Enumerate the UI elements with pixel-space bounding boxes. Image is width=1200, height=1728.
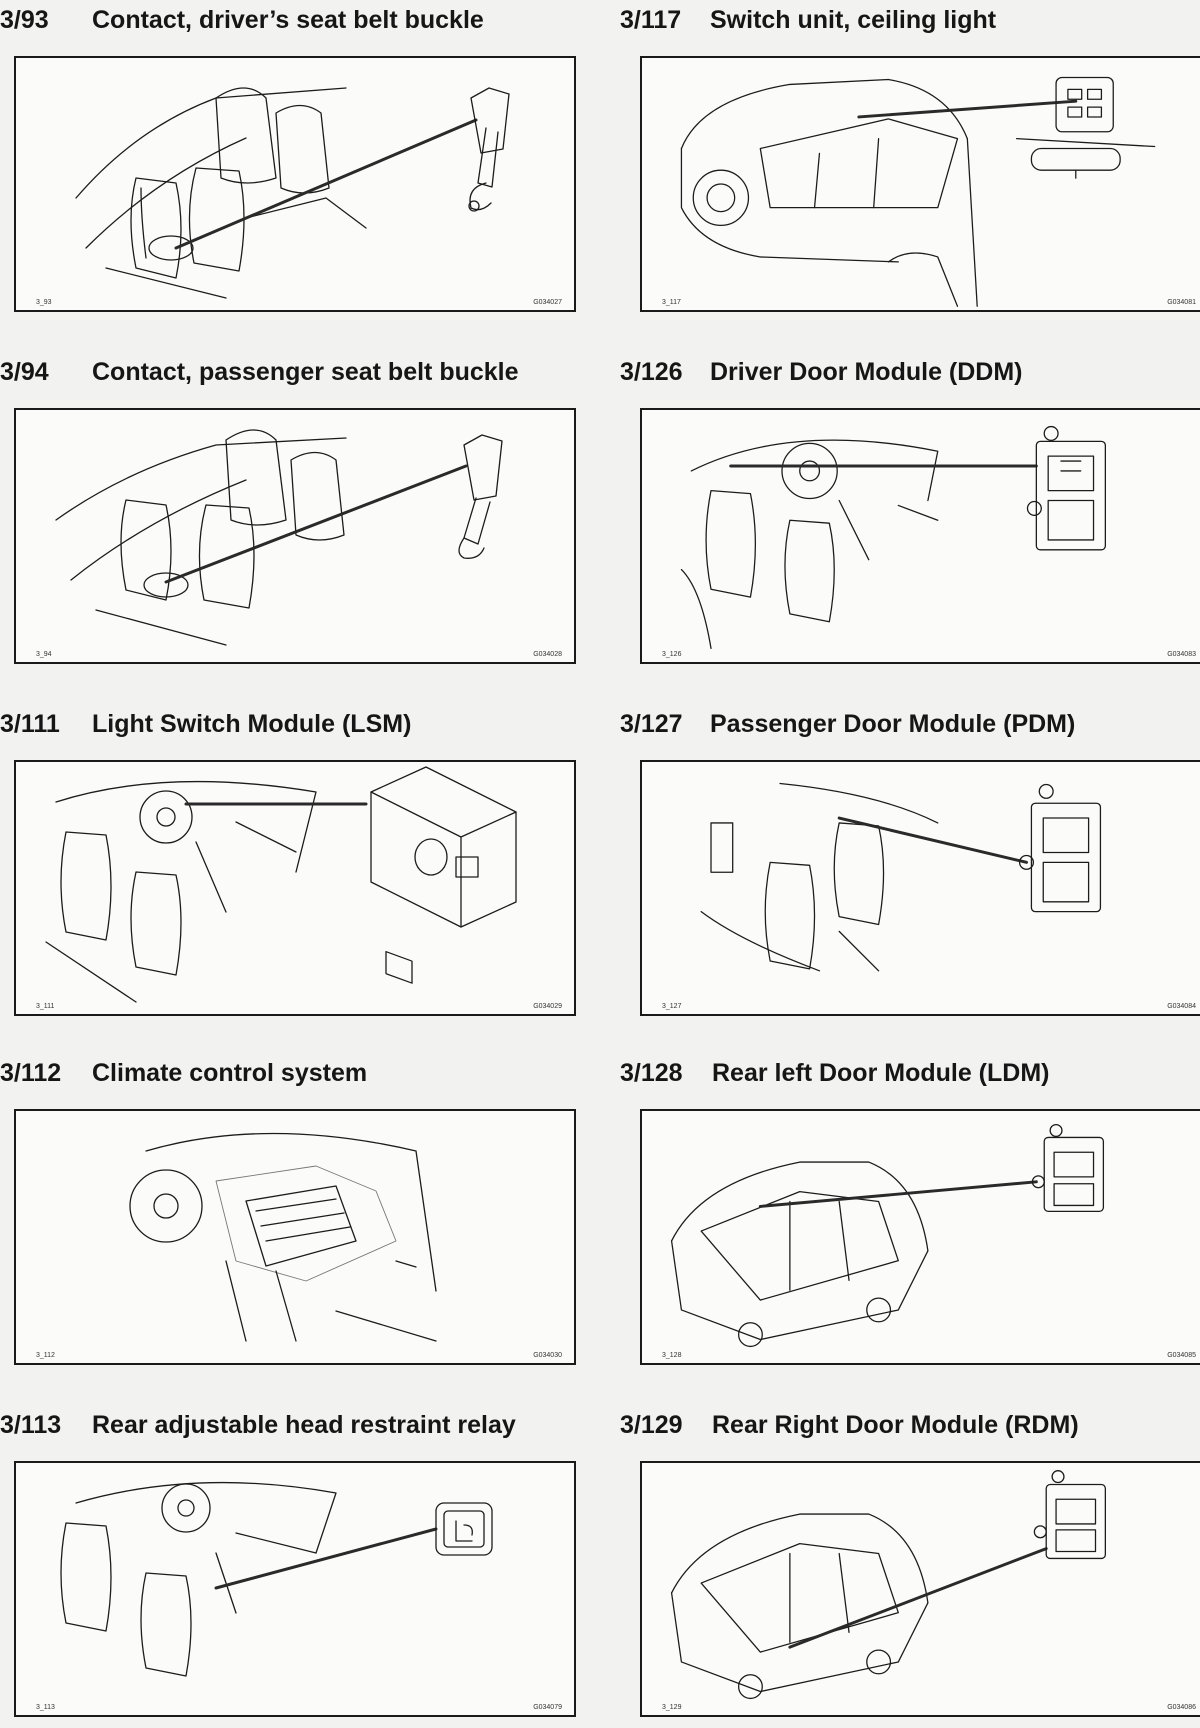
entry-number: 3/93 [0,5,49,34]
entry-heading: 3/93 Contact, driver’s seat belt buckle [0,0,590,40]
entry-title: Passenger Door Module (PDM) [710,709,1076,738]
illustration-panel: 3_128 G034085 [640,1109,1200,1365]
figure-ref-right: G034028 [533,651,562,658]
entry-number: 3/111 [0,709,60,738]
illustration-panel: 3_112 G034030 [14,1109,576,1365]
entry-heading: 3/126 Driver Door Module (DDM) [620,352,1200,392]
entry-number: 3/112 [0,1058,62,1087]
entry-heading: 3/117 Switch unit, ceiling light [620,0,1200,40]
figure-ref-right: G034079 [533,1704,562,1711]
figure-ref-left: 3_126 [662,651,682,658]
illustration-panel: 3_94 G034028 [14,408,576,664]
figure-ref-left: 3_94 [36,651,52,658]
entry-title: Light Switch Module (LSM) [92,709,412,738]
figure-ref-left: 3_117 [662,299,681,306]
entry-number: 3/126 [620,357,683,386]
illustration-panel: 3_127 G034084 [640,760,1200,1016]
entry-title: Contact, passenger seat belt buckle [92,357,519,386]
door-module-illustration [700,782,1102,972]
figure-ref-right: G034084 [1167,1003,1196,1010]
entry-number: 3/128 [620,1058,683,1087]
entry-number: 3/129 [620,1410,683,1439]
entry-number: 3/113 [0,1410,62,1439]
illustration-panel: 3_126 G034083 [640,408,1200,664]
entry-number: 3/117 [620,5,682,34]
entry-title: Rear adjustable head restraint relay [92,1410,516,1439]
entry-heading: 3/111 Light Switch Module (LSM) [0,704,590,744]
ceiling-light-switch-illustration [680,76,1156,307]
illustration-panel: 3_111 G034029 [14,760,576,1016]
figure-ref-left: 3_111 [36,1003,55,1010]
door-module-illustration [680,425,1106,650]
entry-heading: 3/128 Rear left Door Module (LDM) [620,1053,1200,1093]
door-module-illustration [670,1123,1105,1348]
figure-ref-right: G034081 [1167,299,1196,306]
entry-heading: 3/113 Rear adjustable head restraint rel… [0,1405,590,1445]
entry-title: Contact, driver’s seat belt buckle [92,5,484,34]
entry-title: Switch unit, ceiling light [710,5,997,34]
figure-ref-right: G034027 [533,299,562,306]
entry-heading: 3/127 Passenger Door Module (PDM) [620,704,1200,744]
figure-ref-right: G034029 [533,1003,562,1010]
light-switch-module-illustration [45,766,517,1003]
entry-heading: 3/94 Contact, passenger seat belt buckle [0,352,590,392]
figure-ref-right: G034086 [1167,1704,1196,1711]
figure-ref-right: G034085 [1167,1352,1196,1359]
entry-number: 3/94 [0,357,49,386]
figure-ref-left: 3_128 [662,1352,682,1359]
relay-illustration [60,1481,493,1677]
figure-ref-right: G034083 [1167,651,1196,658]
illustration-panel: 3_113 G034079 [14,1461,576,1717]
illustration-panel: 3_129 G034086 [640,1461,1200,1717]
door-module-illustration [670,1470,1106,1700]
illustration-panel: 3_117 G034081 [640,56,1200,312]
entry-number: 3/127 [620,709,683,738]
figure-ref-left: 3_127 [662,1003,682,1010]
entry-title: Climate control system [92,1058,368,1087]
figure-ref-left: 3_93 [36,299,52,306]
climate-unit-illustration [129,1132,437,1342]
seat-belt-buckle-illustration [55,429,503,646]
entry-title: Rear left Door Module (LDM) [712,1058,1050,1087]
illustration-panel: 3_93 G034027 [14,56,576,312]
figure-ref-left: 3_112 [36,1352,55,1359]
entry-title: Driver Door Module (DDM) [710,357,1023,386]
entry-heading: 3/129 Rear Right Door Module (RDM) [620,1405,1200,1445]
figure-ref-right: G034030 [533,1352,562,1359]
figure-ref-left: 3_113 [36,1704,55,1711]
seat-belt-buckle-illustration [75,87,510,299]
entry-title: Rear Right Door Module (RDM) [712,1410,1079,1439]
figure-ref-left: 3_129 [662,1704,682,1711]
entry-heading: 3/112 Climate control system [0,1053,590,1093]
